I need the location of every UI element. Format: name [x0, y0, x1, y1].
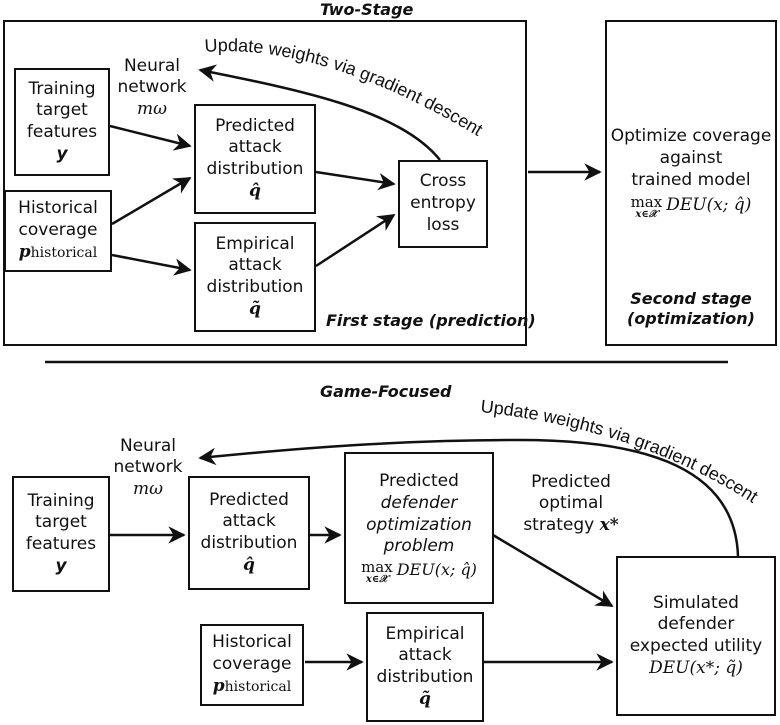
bottom-neural-network-label: Neural network mω	[108, 436, 188, 500]
arrow-predicted-to-loss	[315, 170, 396, 191]
first-stage-frame	[3, 20, 527, 346]
defender-formula: max x∈𝒳 DEU(x; q̂)	[361, 558, 477, 585]
game-focused-title: Game-Focused	[320, 382, 452, 401]
optimal-strategy-symbol: x*	[599, 514, 619, 535]
arrow-historical-to-empirical	[111, 253, 192, 276]
simulated-formula: DEU(x*; q̃)	[649, 657, 743, 678]
optimal-strategy-label: Predicted optimal strategy x*	[523, 472, 619, 535]
bottom-historical-box: Historical coverage phistorical	[200, 624, 304, 706]
top-update-arc	[198, 64, 441, 161]
top-neural-network-label: Neural network mω	[112, 56, 192, 120]
second-stage-formula: max x∈𝒳 DEU(x; q̂)	[630, 193, 752, 221]
two-stage-title: Two-Stage	[320, 0, 414, 19]
bottom-predicted-box: Predicted attack distribution q̂	[188, 476, 310, 590]
bottom-predicted-symbol: q̂	[243, 554, 255, 575]
top-predicted-box: Predicted attack distribution q̂	[194, 104, 316, 214]
top-historical-subscript: historical	[30, 244, 98, 261]
top-neural-network-symbol: mω	[137, 98, 167, 119]
bottom-defender-box: Predicted defender optimization problem …	[344, 452, 494, 604]
top-cross-entropy-box: Cross entropy loss	[398, 160, 488, 248]
arrow-gf-defender-to-simulated	[492, 533, 614, 608]
bottom-training-symbol: y	[55, 555, 67, 576]
bottom-update-arc	[198, 438, 740, 557]
second-stage-label: Second stage (optimization)	[627, 289, 755, 328]
bottom-training-box: Training target features y	[12, 476, 110, 592]
top-historical-box: Historical coverage phistorical	[4, 190, 112, 272]
bottom-empirical-symbol: q̃	[419, 688, 431, 709]
bottom-historical-subscript: historical	[224, 678, 292, 695]
top-predicted-symbol: q̂	[249, 180, 261, 201]
top-historical-symbol: p	[18, 241, 31, 262]
arrow-historical-to-predicted	[111, 176, 192, 226]
second-stage-frame	[605, 20, 777, 346]
bottom-historical-symbol: p	[212, 675, 225, 696]
first-stage-label: First stage (prediction)	[326, 311, 536, 330]
second-stage-content: Optimize coverage against trained model …	[610, 126, 772, 221]
top-training-symbol: y	[56, 143, 68, 164]
bottom-simulated-box: Simulated defender expected utility DEU(…	[616, 556, 776, 716]
arrow-training-to-predicted	[109, 124, 192, 151]
top-empirical-box: Empirical attack distribution q̃	[194, 222, 316, 332]
bottom-neural-network-symbol: mω	[133, 478, 163, 499]
arrow-empirical-to-loss	[315, 213, 396, 268]
top-empirical-symbol: q̃	[249, 298, 261, 319]
top-training-box: Training target features y	[14, 68, 110, 176]
bottom-empirical-box: Empirical attack distribution q̃	[366, 612, 484, 722]
